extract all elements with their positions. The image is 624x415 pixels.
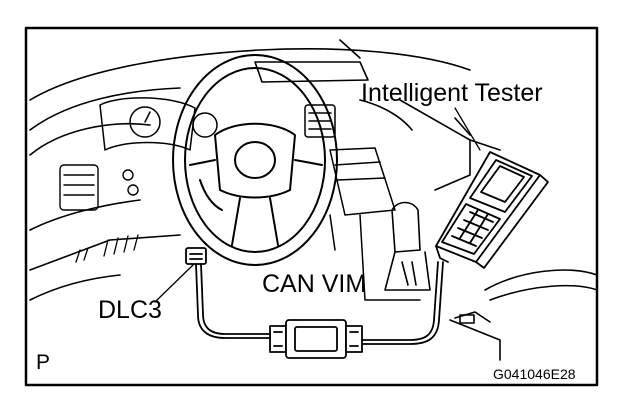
- can-vim-label: CAN VIM: [262, 270, 367, 298]
- tester-leader-line: [454, 107, 481, 151]
- dlc3-leader-line: [154, 264, 194, 303]
- diagnostic-cables: [195, 261, 444, 345]
- dlc3-label: DLC3: [98, 296, 162, 324]
- knee-panel-slots: [75, 234, 139, 263]
- dlc3-connector: [185, 247, 207, 265]
- intelligent-tester-label: Intelligent Tester: [361, 79, 543, 107]
- center-console: [304, 104, 421, 301]
- dashboard-outline: [29, 39, 501, 301]
- view-letter-label: P: [36, 351, 51, 374]
- can-vim-module: [269, 319, 363, 359]
- gear-shift: [384, 201, 431, 291]
- passenger-seat: [449, 269, 598, 361]
- instrument-cluster: [99, 97, 218, 151]
- intelligent-tester-device: [435, 151, 549, 269]
- steering-wheel: [172, 54, 338, 266]
- figure-code-label: G041046E28: [493, 366, 576, 382]
- left-air-vent: [59, 164, 139, 211]
